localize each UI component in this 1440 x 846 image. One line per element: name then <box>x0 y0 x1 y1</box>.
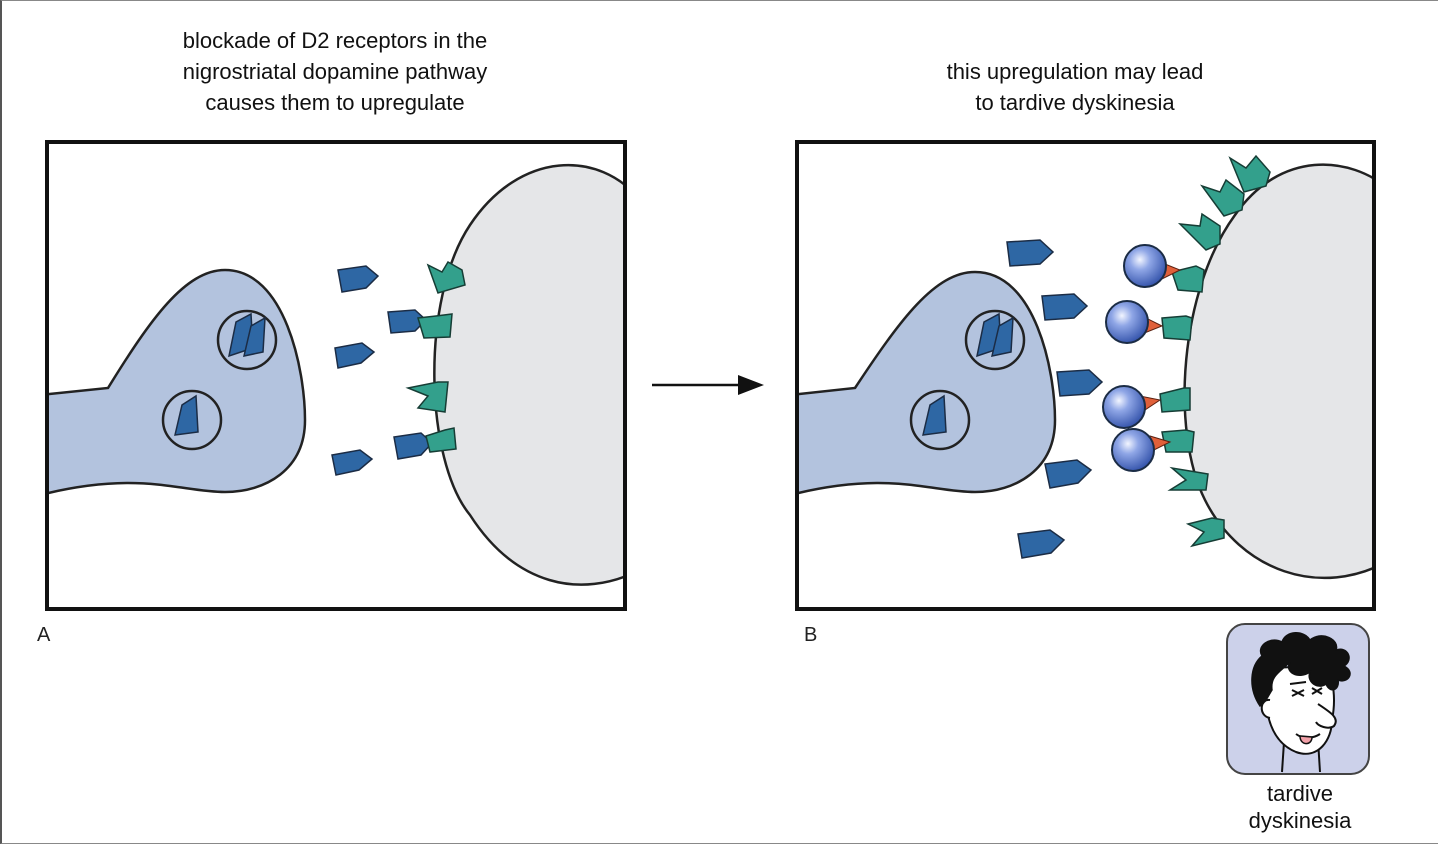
dopamine-molecules <box>1006 239 1104 559</box>
panel-a <box>45 140 627 611</box>
d2-receptor <box>1200 178 1245 217</box>
dopamine-molecules <box>331 265 434 476</box>
dopamine-molecule <box>1056 369 1104 397</box>
d2-receptor <box>1177 212 1221 251</box>
d2-receptor <box>417 313 453 339</box>
caption-line: causes them to upregulate <box>205 90 465 115</box>
synaptic-vesicle <box>964 309 1026 371</box>
antagonist-drugs <box>1102 244 1182 472</box>
d2-receptor <box>1228 154 1271 193</box>
antipsychotic-drug <box>1123 244 1182 288</box>
antipsychotic-drug <box>1105 300 1164 344</box>
dopamine-molecule <box>1044 459 1093 489</box>
transition-arrow <box>652 375 764 395</box>
dopamine-molecule <box>393 432 434 460</box>
d2-receptor <box>1185 517 1225 548</box>
d2-receptor <box>1161 429 1195 453</box>
d2-receptors <box>1159 154 1271 548</box>
face-icon <box>1251 632 1351 773</box>
caption-line: to tardive dyskinesia <box>975 90 1175 115</box>
panel-b-border <box>795 140 1376 611</box>
dopamine-molecule <box>331 449 374 476</box>
panel-a-border <box>45 140 627 611</box>
antipsychotic-drug <box>1102 385 1162 429</box>
panel-a-label: A <box>37 624 51 646</box>
postsynaptic-neuron <box>433 163 625 586</box>
synaptic-vesicle <box>161 389 223 451</box>
inset-label-line: dyskinesia <box>1248 808 1352 833</box>
postsynaptic-neuron <box>1183 163 1374 580</box>
panel-a-caption: blockade of D2 receptors in the nigrostr… <box>130 25 540 118</box>
d2-receptor <box>1171 265 1205 293</box>
panel-b <box>795 140 1376 611</box>
dopamine-molecule <box>1041 293 1089 321</box>
synaptic-vesicle <box>216 309 278 371</box>
d2-receptor <box>425 427 457 453</box>
dopamine-molecule <box>334 342 376 369</box>
panel-b-label: B <box>804 624 818 646</box>
dopamine-molecule <box>1017 529 1066 559</box>
d2-receptor <box>426 260 466 294</box>
panel-b-caption: this upregulation may lead to tardive dy… <box>870 56 1280 118</box>
caption-line: blockade of D2 receptors in the <box>182 28 488 53</box>
tardive-dyskinesia-inset <box>1226 623 1370 775</box>
inset-label: tardive dyskinesia <box>1225 780 1375 834</box>
d2-receptor <box>1159 387 1191 413</box>
d2-receptor <box>1167 466 1209 491</box>
d2-receptors <box>405 260 466 453</box>
synaptic-vesicle <box>909 389 971 451</box>
caption-line: nigrostriatal dopamine pathway <box>182 59 488 84</box>
caption-line: this upregulation may lead <box>946 59 1204 84</box>
d2-receptor <box>1161 315 1193 341</box>
d2-receptor <box>405 381 449 413</box>
dopamine-molecule <box>1006 239 1055 267</box>
antipsychotic-drug <box>1111 428 1172 472</box>
dopamine-molecule <box>337 265 380 293</box>
inset-label-line: tardive <box>1266 781 1334 806</box>
